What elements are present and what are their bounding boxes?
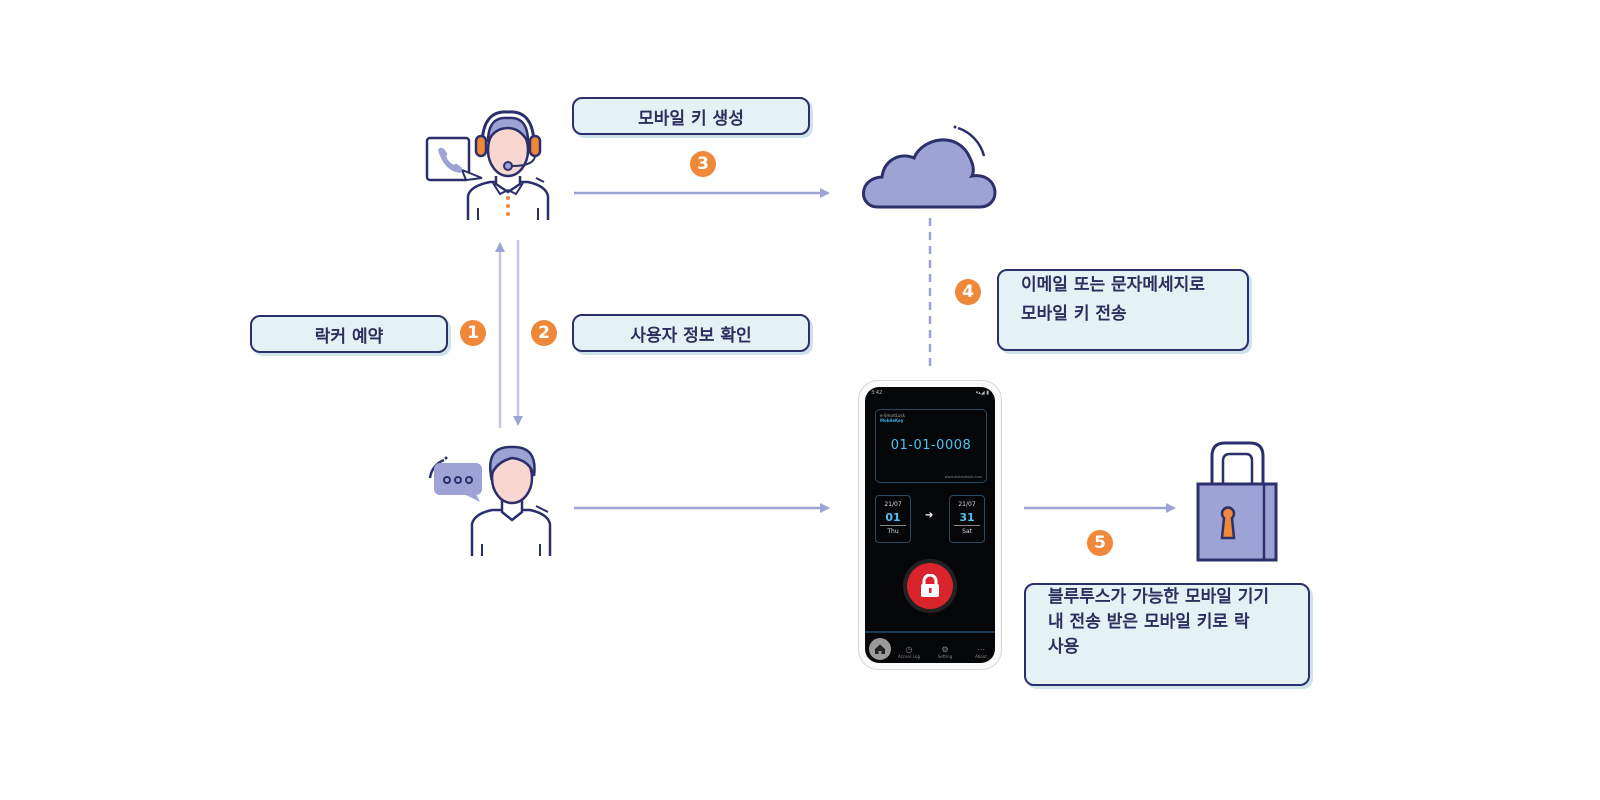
brand-subtitle: MobileKey [880,418,904,423]
bottom-nav: ◷ Access Log ⚙ Setting ⋯ About [865,631,995,663]
nav-setting[interactable]: ⚙ Setting [933,645,957,659]
step-4-badge: 4 [955,279,981,305]
step-3-number: 3 [697,154,709,174]
end-day: 31 [954,511,980,526]
end-year-month: 21/07 [958,501,976,508]
more-icon: ⋯ [977,645,985,654]
step-4-label: 이메일 또는 문자메세지로 모바일 키 전송 [997,269,1249,351]
nav-about[interactable]: ⋯ About [969,645,993,659]
home-icon [875,644,885,654]
start-year-month: 21/07 [884,501,902,508]
phone-screen: 3:42 ▾▴◢ ▮ e-SmartLock MobileKey 01-01-0… [865,387,995,663]
step-5-badge: 5 [1087,530,1113,556]
step-5-text-line-3: 사용 [1048,637,1080,657]
nav-setting-label: Setting [937,654,953,659]
cloud-icon [862,125,997,209]
end-date: 21/07 31 Sat [949,495,985,543]
start-weekday: Thu [887,528,899,535]
step-5-text-line-1: 블루투스가 가능한 모바일 기기 [1048,587,1270,607]
step-4-number: 4 [962,282,974,302]
user-icon [428,445,552,556]
padlock-icon [1196,441,1278,562]
unlock-button[interactable] [903,559,957,613]
lock-icon [921,574,939,597]
step-5-number: 5 [1094,533,1106,553]
step-2-number: 2 [538,323,550,343]
step-4-text-line-2: 모바일 키 전송 [1021,304,1127,324]
start-date: 21/07 01 Thu [875,495,911,543]
clock-icon: ◷ [905,645,913,654]
status-time: 3:42 [871,390,883,396]
step-3-text: 모바일 키 생성 [638,108,744,129]
step-4-text-line-1: 이메일 또는 문자메세지로 [1021,275,1205,295]
step-1-label: 락커 예약 [250,315,448,353]
nav-access-log-label: Access Log [897,654,921,659]
start-day: 01 [880,511,906,526]
date-range-arrow-icon: ➔ [925,510,934,521]
end-weekday: Sat [962,528,972,535]
step-1-number: 1 [467,323,479,343]
step-2-text: 사용자 정보 확인 [630,325,752,346]
nav-access-log[interactable]: ◷ Access Log [897,645,921,659]
step-5-label: 블루투스가 가능한 모바일 기기 내 전송 받은 모바일 키로 락 사용 [1024,583,1310,686]
brand-url: www.esmartlock.com [944,475,982,479]
step-1-badge: 1 [460,320,486,346]
nav-about-label: About [975,654,987,659]
step-2-badge: 2 [531,320,557,346]
step-2-label: 사용자 정보 확인 [572,314,810,352]
step-3-badge: 3 [690,151,716,177]
key-code: 01-01-0008 [890,438,972,453]
smartphone-mockup: 3:42 ▾▴◢ ▮ e-SmartLock MobileKey 01-01-0… [858,380,1002,670]
status-bar: 3:42 ▾▴◢ ▮ [871,390,989,396]
step-3-label: 모바일 키 생성 [572,97,810,135]
step-5-text-line-2: 내 전송 받은 모바일 키로 락 [1048,612,1250,632]
status-icons: ▾▴◢ ▮ [975,390,989,396]
nav-home[interactable] [869,638,891,660]
mobile-key-card: e-SmartLock MobileKey 01-01-0008 www.esm… [875,409,987,483]
step-1-text: 락커 예약 [314,326,384,347]
customer-service-agent-icon [425,110,550,220]
gear-icon: ⚙ [941,645,949,654]
brand-name: e-SmartLock [880,413,906,418]
